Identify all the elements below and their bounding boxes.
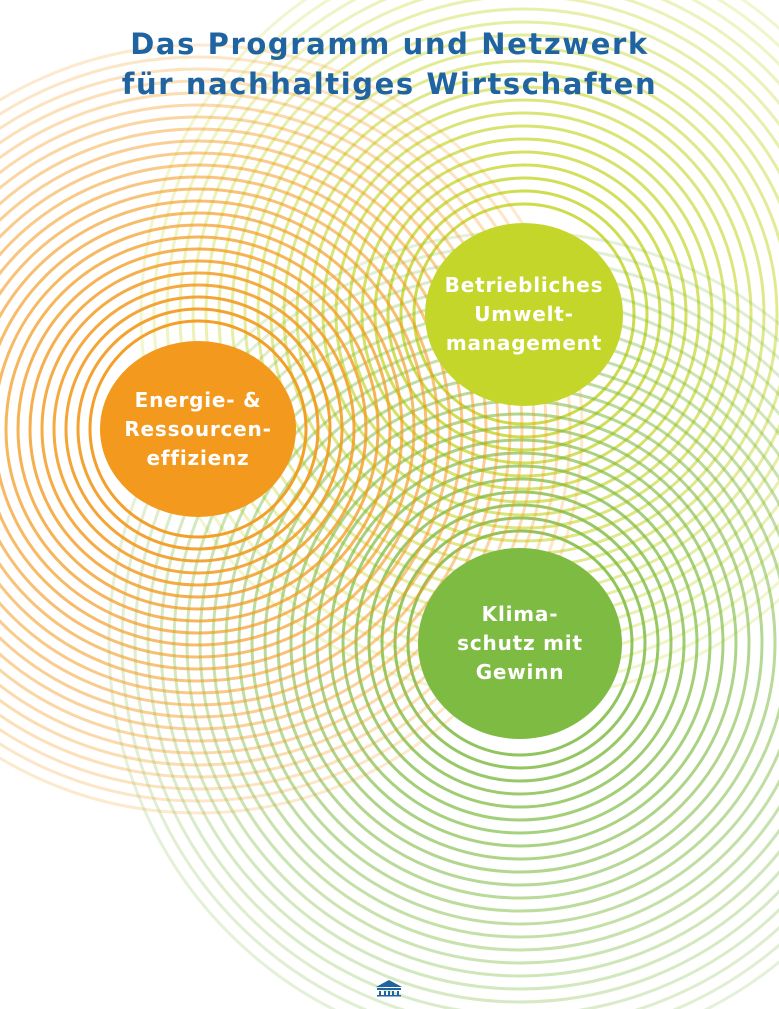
rings-orange-ring-14 [0,151,476,707]
energie-line-3: effizienz [146,445,250,470]
klima-line-1: Klima- [481,602,559,626]
klimaschutz-circle: Klima- schutz mit Gewinn [418,548,622,739]
rings-orange-ring-5 [28,259,368,599]
rings-orange-ring-10 [0,199,428,659]
rings-orange-ring-6 [16,247,380,611]
rings-green-ring-2 [380,503,660,783]
rings-lime-ring-3 [373,163,675,465]
rings-lime-ring-9 [295,85,753,543]
klima-line-2: schutz mit [457,631,583,655]
rings-lime-ring-1 [399,189,649,439]
rings-orange-ring-8 [0,223,404,635]
umweltmanagement-circle: Betriebliches Umwelt- management [425,223,623,406]
rings-orange-ring-19 [0,91,536,767]
rings-green-ring-7 [315,438,725,848]
rings-orange-ring-22 [0,55,572,803]
rings-green-ring-3 [367,490,673,796]
umwelt-line-2: Umwelt- [474,302,574,326]
orange-ring-group [0,43,584,815]
rings-orange-ring-3 [52,283,344,575]
klima-line-3: Gewinn [475,660,565,684]
rings-orange-ring-12 [0,175,452,683]
rings-lime-ring-4 [360,150,688,478]
title-line-1: Das Programm und Netzwerk [130,27,649,61]
rings-green-ring-5 [341,464,699,822]
title-line-2: für nachhaltiges Wirtschaften [121,67,658,101]
rings-orange-ring-21 [0,67,560,791]
rings-orange-ring-9 [0,211,416,647]
rings-orange-ring-0 [88,319,308,539]
rings-orange-ring-1 [76,307,320,551]
rings-orange-ring-7 [4,235,392,623]
rings-lime-ring-2 [386,176,662,452]
energie-line-2: Ressourcen- [124,416,272,441]
rings-orange-ring-13 [0,163,464,695]
umwelt-line-3: management [445,331,603,355]
rings-lime-ring-7 [321,111,727,517]
rings-green-ring-1 [393,516,647,770]
rings-green-ring-9 [289,412,751,874]
rings-lime-ring-8 [308,98,740,530]
rings-orange-ring-18 [0,103,524,755]
umwelt-line-1: Betriebliches [444,273,604,297]
rings-green-ring-4 [354,477,686,809]
rings-orange-ring-2 [64,295,332,563]
rings-orange-ring-11 [0,187,440,671]
rings-orange-ring-20 [0,79,548,779]
rings-orange-ring-4 [40,271,356,587]
rings-green-ring-0 [406,529,634,757]
energie-line-1: Energie- & [134,387,262,412]
rings-orange-ring-16 [0,127,500,731]
rings-lime-ring-0 [412,202,636,426]
rings-orange-ring-17 [0,115,512,743]
rings-lime-ring-5 [347,137,701,491]
energie-ressourceneffizienz-circle: Energie- & Ressourcen- effizienz [100,341,296,517]
institution-icon [376,980,402,997]
rings-orange-ring-15 [0,139,488,719]
rings-orange-ring-23 [0,43,584,815]
page-title: Das Programm und Netzwerk für nachhaltig… [0,24,779,104]
